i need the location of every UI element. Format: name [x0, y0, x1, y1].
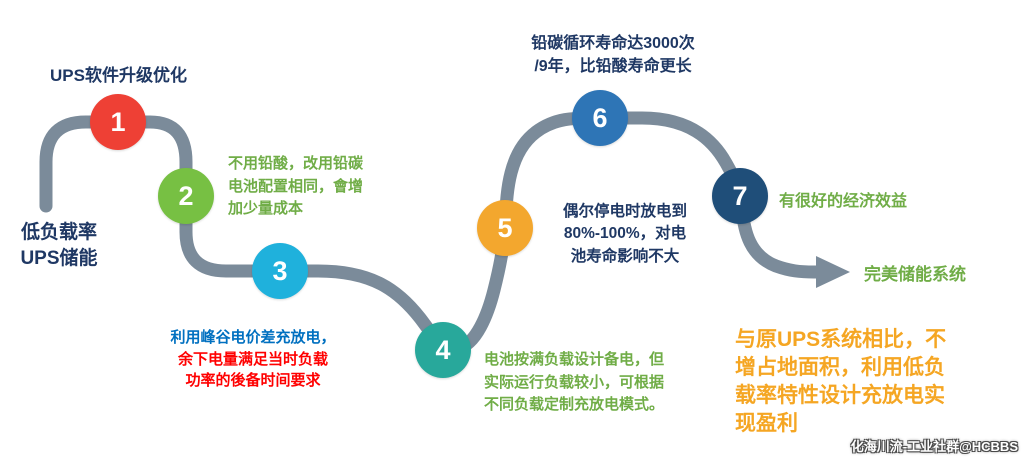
step-circle-5: 5 — [477, 200, 533, 256]
step-5-number: 5 — [497, 212, 513, 243]
step-circle-3: 3 — [252, 243, 308, 299]
step-4-label: 电池按满负载设计备电，但 实际运行负载较小，可根据 不同负载定制充放电模式。 — [484, 351, 665, 413]
step-2-number: 2 — [178, 180, 194, 211]
step-5-label: 偶尔停电时放电到 80%-100%，对电 池寿命影响不大 — [562, 203, 687, 265]
step-4-number: 4 — [435, 334, 451, 365]
step-1-label: UPS软件升级优化 — [50, 66, 187, 85]
arrow-head-icon — [816, 256, 850, 288]
step-circle-6: 6 — [572, 90, 628, 146]
step-2-label: 不用铅酸，改用铅碳 电池配置相同，會增 加少量成本 — [228, 155, 364, 217]
step-6-label: 铅碳循环寿命达3000次 /9年，比铅酸寿命更长 — [531, 35, 695, 76]
step-6-number: 6 — [592, 102, 608, 133]
step-1-number: 1 — [110, 106, 126, 137]
step-7-number: 7 — [732, 180, 748, 211]
watermark: 化海川流-工业社群@HCBBS — [850, 439, 1018, 454]
outcome-label: 完美储能系统 — [864, 265, 966, 284]
step-circle-2: 2 — [158, 168, 214, 224]
step-circle-1: 1 — [90, 94, 146, 150]
summary-text: 与原UPS系统相比，不 增占地面积，利用低负 载率特性设计充放电实 现盈利 — [735, 328, 947, 435]
step-3-label-line1: 利用峰谷电价差充放电， — [170, 328, 336, 346]
step-circle-4: 4 — [415, 322, 471, 378]
step-3-number: 3 — [272, 255, 288, 286]
step-3-label: 利用峰谷电价差充放电， 余下电量满足当时负载 功率的後备时间要求 — [148, 305, 358, 392]
step-7-label: 有很好的经济效益 — [779, 193, 908, 210]
start-label: 低负载率 UPS储能 — [20, 222, 98, 269]
step-3-label-rest: 余下电量满足当时负载 功率的後备时间要求 — [177, 350, 328, 390]
step-circle-7: 7 — [712, 168, 768, 224]
